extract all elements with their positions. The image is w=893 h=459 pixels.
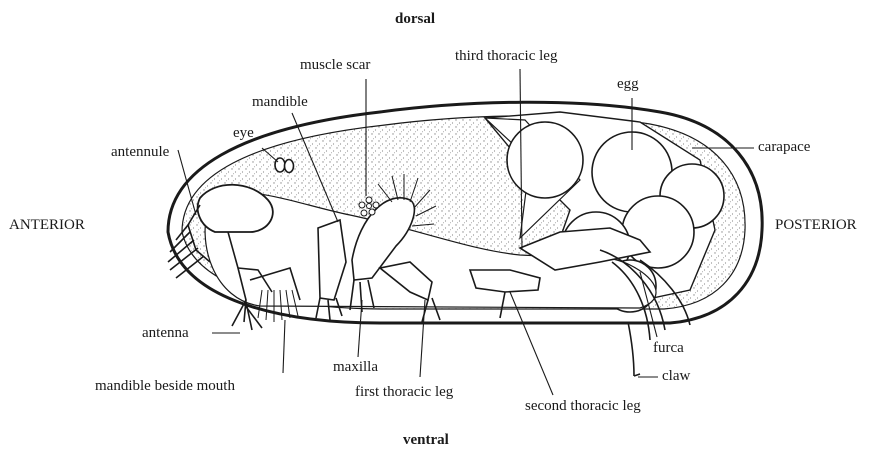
claw-label: claw [662, 369, 690, 384]
antenna-label: antenna [142, 326, 189, 341]
antennule-label: antennule [111, 145, 169, 160]
muscle-scar-label: muscle scar [300, 58, 370, 73]
ventral-label: ventral [403, 433, 449, 448]
carapace-label: carapace [758, 140, 810, 155]
eye-shape [275, 158, 294, 173]
dorsal-label: dorsal [395, 12, 435, 27]
second-thoracic-leg-label: second thoracic leg [525, 399, 641, 414]
egg-label: egg [617, 77, 639, 92]
first-thoracic-leg-label: first thoracic leg [355, 385, 453, 400]
mandible-beside-mouth-label: mandible beside mouth [95, 379, 235, 394]
posterior-label: POSTERIOR [775, 218, 857, 233]
anterior-label: ANTERIOR [9, 218, 85, 233]
mandible-label: mandible [252, 95, 308, 110]
maxilla-label: maxilla [333, 360, 378, 375]
third-thoracic-leg-label: third thoracic leg [455, 49, 557, 64]
eye-label: eye [233, 126, 254, 141]
furca-label: furca [653, 341, 684, 356]
claw-shape [628, 322, 640, 376]
